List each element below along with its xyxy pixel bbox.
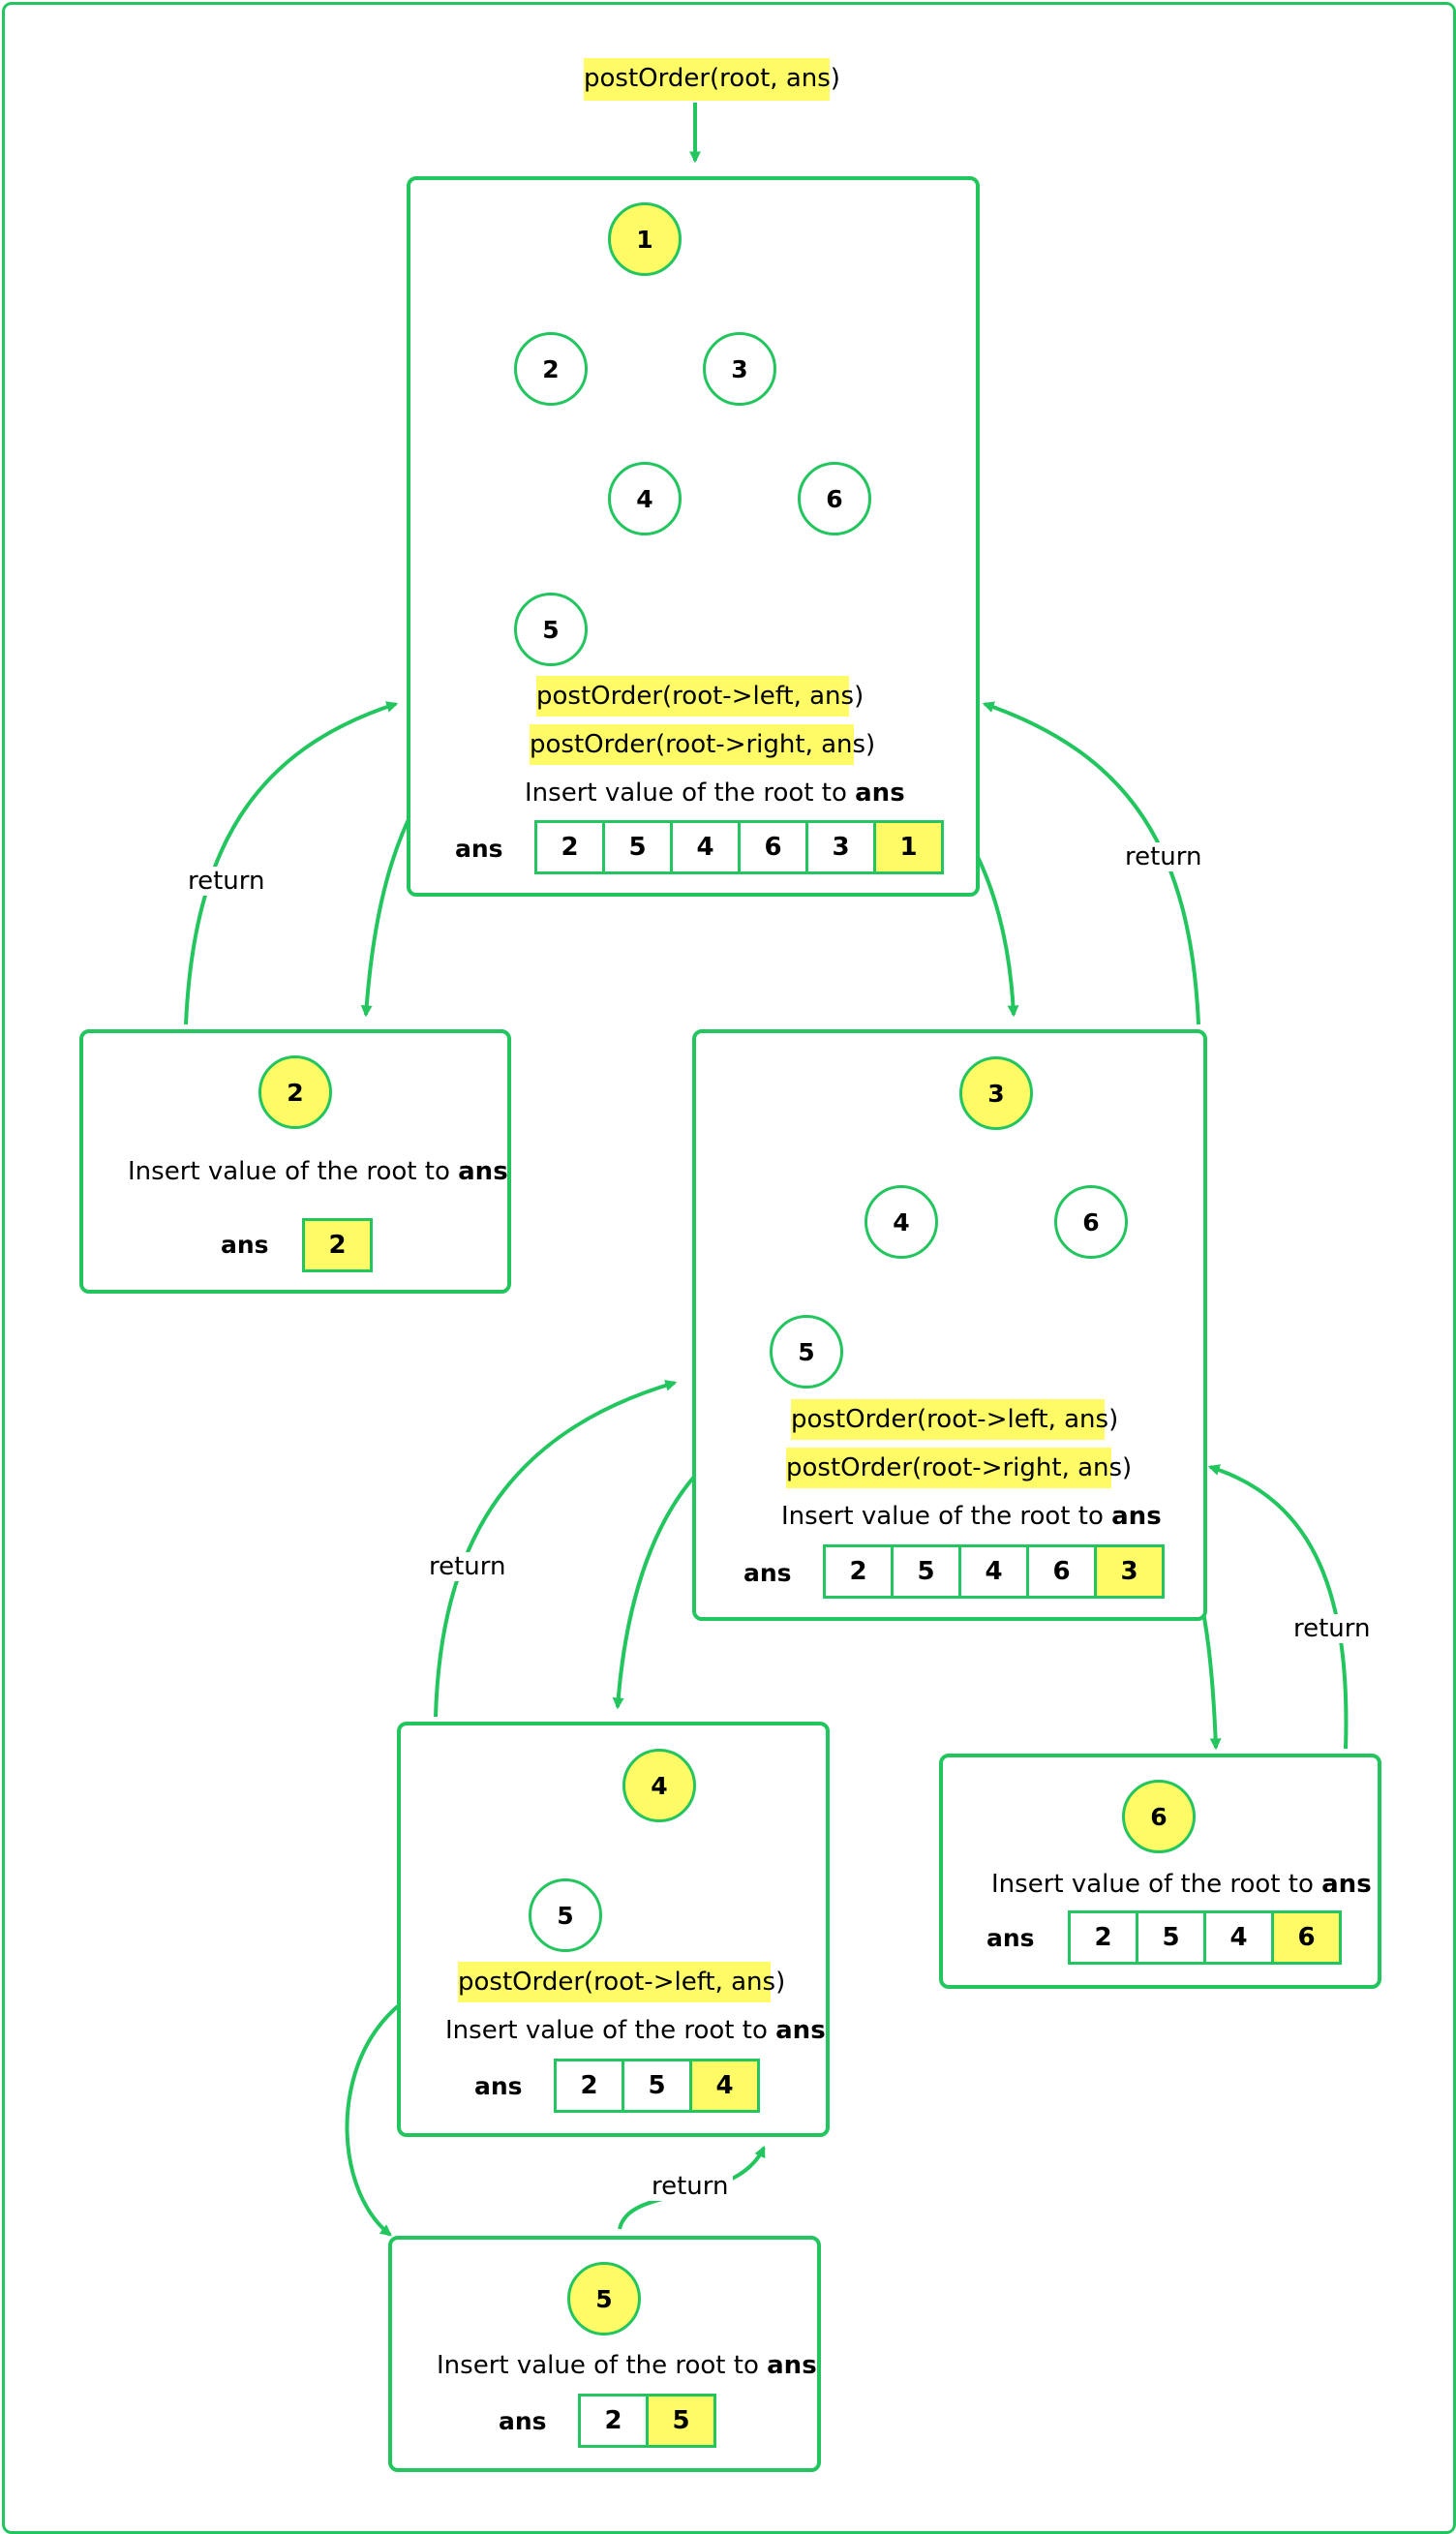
- tree-node: 3: [959, 1056, 1033, 1130]
- return-label: return: [184, 867, 269, 896]
- tree-node: 4: [608, 462, 682, 535]
- ans-cell: 1: [876, 823, 941, 871]
- insert-instruction: Insert value of the root to ans: [991, 1870, 1372, 1899]
- return-label: return: [648, 2172, 733, 2201]
- tree-node: 6: [1054, 1185, 1128, 1259]
- call-left-label: postOrder(root->left, ans): [791, 1399, 1118, 1440]
- ans-array: 2 5: [578, 2394, 716, 2448]
- ans-array: 2 5 4 6 3 1: [534, 820, 944, 874]
- tree-node: 2: [514, 332, 588, 406]
- insert-instruction: Insert value of the root to ans: [128, 1157, 508, 1186]
- ans-array: 2: [302, 1218, 373, 1272]
- tree-node: 4: [622, 1749, 696, 1822]
- ans-cell: 6: [741, 823, 808, 871]
- ans-cell: 4: [1206, 1913, 1274, 1962]
- frame-root-1: [407, 176, 980, 897]
- ans-cell: 6: [1029, 1547, 1097, 1596]
- tree-node: 1: [608, 202, 682, 276]
- tree-node: 5: [770, 1315, 843, 1389]
- call-right-label: postOrder(root->right, ans): [786, 1448, 1132, 1488]
- ans-cell: 2: [826, 1547, 894, 1596]
- ans-label: ans: [499, 2407, 547, 2435]
- ans-cell: 2: [305, 1221, 370, 1269]
- ans-cell: 5: [605, 823, 673, 871]
- call-right-label: postOrder(root->right, ans): [530, 724, 875, 765]
- ans-label: ans: [474, 2072, 523, 2100]
- insert-instruction: Insert value of the root to ans: [437, 2351, 817, 2380]
- tree-node: 2: [258, 1055, 332, 1129]
- ans-cell: 3: [1097, 1547, 1162, 1596]
- insert-instruction: Insert value of the root to ans: [525, 779, 905, 808]
- ans-cell: 4: [692, 2061, 757, 2110]
- return-arrow-f2: [184, 701, 399, 1025]
- ans-cell: 5: [894, 1547, 961, 1596]
- call-left-label: postOrder(root->left, ans): [458, 1962, 785, 2002]
- ans-cell: 5: [1138, 1913, 1206, 1962]
- frame-node-3: [692, 1029, 1207, 1621]
- return-arrow-f3: [982, 701, 1200, 1025]
- insert-instruction: Insert value of the root to ans: [445, 2016, 826, 2045]
- ans-array: 2 5 4 6 3: [823, 1544, 1165, 1599]
- call-left-label: postOrder(root->left, ans): [536, 676, 864, 717]
- top-call-label: postOrder(root, ans): [584, 58, 840, 101]
- tree-node: 5: [567, 2262, 641, 2336]
- ans-array: 2 5 4 6: [1068, 1910, 1342, 1965]
- tree-node: 6: [1122, 1780, 1196, 1853]
- tree-node: 4: [864, 1185, 938, 1259]
- return-label: return: [1289, 1614, 1375, 1643]
- ans-label: ans: [986, 1924, 1035, 1952]
- ans-cell: 6: [1274, 1913, 1339, 1962]
- tree-node: 3: [703, 332, 776, 406]
- ans-label: ans: [221, 1231, 269, 1259]
- ans-cell: 5: [624, 2061, 692, 2110]
- ans-cell: 2: [581, 2397, 649, 2445]
- ans-label: ans: [743, 1559, 792, 1587]
- ans-cell: 4: [961, 1547, 1029, 1596]
- tree-node: 5: [529, 1878, 602, 1952]
- tree-node: 6: [798, 462, 871, 535]
- ans-cell: 3: [808, 823, 876, 871]
- ans-label: ans: [455, 835, 503, 863]
- return-label: return: [1121, 842, 1206, 871]
- ans-cell: 5: [649, 2397, 713, 2445]
- return-arrow-f6: [1207, 1464, 1349, 1750]
- ans-cell: 2: [1071, 1913, 1138, 1962]
- return-arrow-f4: [434, 1379, 678, 1718]
- ans-cell: 4: [673, 823, 741, 871]
- insert-instruction: Insert value of the root to ans: [781, 1502, 1162, 1531]
- return-label: return: [425, 1552, 510, 1581]
- ans-cell: 2: [537, 823, 605, 871]
- ans-cell: 2: [557, 2061, 624, 2110]
- ans-array: 2 5 4: [554, 2059, 760, 2113]
- tree-node: 5: [514, 593, 588, 666]
